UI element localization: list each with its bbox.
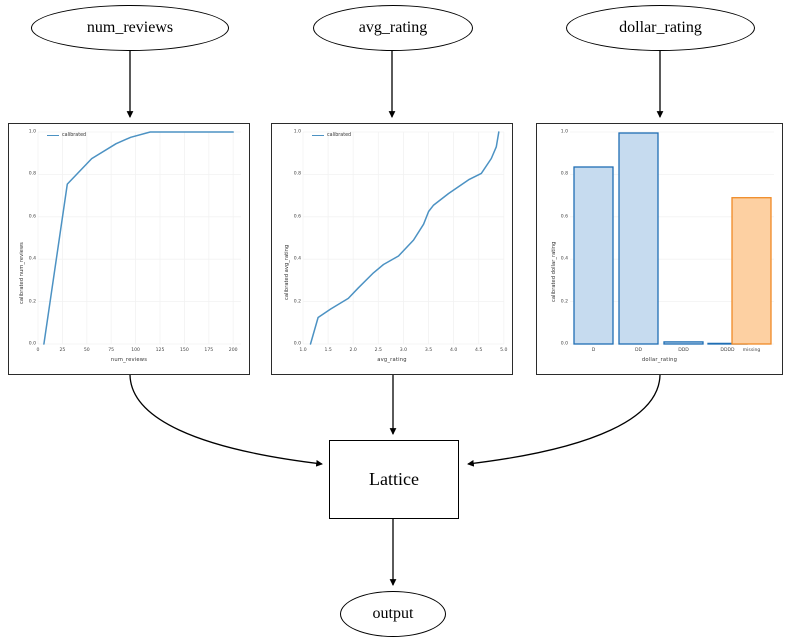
node-num-reviews-label: num_reviews: [86, 19, 174, 36]
xtick-8: 200: [228, 348, 238, 353]
ytick-5: 1.0: [28, 129, 36, 135]
xtick-3: 2.5: [374, 348, 382, 353]
xtick-DDDD: DDDD: [720, 348, 735, 353]
calibrator-panel-num-reviews[interactable]: calibrated 0.0 0.2 0.4 0.6 0.8 1.0 0 25 …: [8, 123, 250, 375]
xtick-6: 150: [180, 348, 189, 353]
bar-D: [573, 166, 614, 345]
plot-num-reviews: calibrated 0.0 0.2 0.4 0.6 0.8 1.0 0 25 …: [9, 124, 249, 374]
xtick-2: 2.0: [349, 348, 357, 353]
ytick-0: 0.0: [560, 341, 568, 347]
xtick-4: 100: [131, 348, 140, 353]
plot-avg-rating-svg: [302, 131, 505, 345]
node-lattice[interactable]: Lattice: [329, 440, 459, 519]
xtick-DDD: DDD: [678, 348, 689, 353]
xtick-1: 1.5: [324, 348, 332, 353]
node-output-label: output: [372, 605, 414, 622]
edge-calibrator-dollar-rating-to-lattice: [467, 374, 661, 467]
xtick-D: D: [591, 348, 596, 353]
ytick-0: 0.0: [293, 341, 301, 347]
plot-dollar-rating-svg: [570, 131, 774, 345]
ytick-3: 0.6: [28, 214, 36, 220]
node-lattice-label: Lattice: [369, 469, 419, 489]
node-num-reviews[interactable]: num_reviews: [31, 5, 229, 51]
legend-swatch-calibrated: [47, 134, 59, 137]
xtick-5: 3.5: [424, 348, 433, 353]
xtick-missing: missing: [742, 348, 761, 353]
ytick-4: 0.8: [28, 171, 36, 177]
legend-num-reviews: calibrated: [47, 133, 86, 138]
xtick-8: 5.0: [500, 348, 508, 353]
ylabel-avg-rating: calibrated avg_rating: [284, 244, 290, 300]
ytick-3: 0.6: [293, 214, 301, 220]
ytick-0: 0.0: [28, 341, 36, 347]
calibrator-panel-dollar-rating[interactable]: 0.0 0.2 0.4 0.6 0.8 1.0 D DD DDD DDDD mi…: [536, 123, 783, 375]
ylabel-num-reviews: calibrated num_reviews: [19, 242, 25, 304]
series-calibrated-line: [43, 131, 234, 345]
node-dollar-rating[interactable]: dollar_rating: [566, 5, 755, 51]
plot-num-reviews-svg: [37, 131, 241, 345]
xtick-7: 4.5: [475, 348, 483, 353]
xtick-3: 75: [108, 348, 115, 353]
ytick-1: 0.2: [560, 299, 568, 305]
ytick-4: 0.8: [293, 171, 301, 177]
calibrator-panel-avg-rating[interactable]: calibrated 0.0 0.2 0.4 0.6 0.8 1.0 1.0 1…: [271, 123, 513, 375]
xlabel-avg-rating: avg_rating: [377, 357, 407, 363]
ytick-1: 0.2: [28, 299, 36, 305]
node-dollar-rating-label: dollar_rating: [619, 19, 702, 36]
xtick-0: 0: [36, 348, 40, 353]
xtick-DD: DD: [634, 348, 643, 353]
ytick-2: 0.4: [560, 256, 568, 262]
xtick-6: 4.0: [449, 348, 458, 353]
ytick-5: 1.0: [560, 129, 568, 135]
plot-dollar-rating: 0.0 0.2 0.4 0.6 0.8 1.0 D DD DDD DDDD mi…: [537, 124, 782, 374]
legend-swatch-calibrated: [312, 134, 324, 137]
xtick-1: 25: [59, 348, 66, 353]
node-output[interactable]: output: [340, 591, 446, 637]
xlabel-dollar-rating: dollar_rating: [641, 357, 678, 363]
ylabel-dollar-rating: calibrated dollar_rating: [551, 241, 557, 302]
ytick-4: 0.8: [560, 171, 568, 177]
bar-missing: [731, 197, 772, 345]
xtick-4: 3.0: [399, 348, 408, 353]
series-calibrated-line: [309, 131, 500, 345]
ytick-3: 0.6: [560, 214, 568, 220]
xtick-7: 175: [204, 348, 214, 353]
xtick-2: 50: [83, 348, 90, 353]
plot-avg-rating: calibrated 0.0 0.2 0.4 0.6 0.8 1.0 1.0 1…: [272, 124, 512, 374]
xtick-5: 125: [155, 348, 165, 353]
ytick-2: 0.4: [28, 256, 36, 262]
legend-label-calibrated: calibrated: [327, 133, 352, 138]
xlabel-num-reviews: num_reviews: [110, 357, 148, 363]
legend-label-calibrated: calibrated: [62, 133, 87, 138]
edge-calibrator-num-reviews-to-lattice: [129, 374, 323, 467]
bar-DDD: [663, 341, 704, 345]
xtick-0: 1.0: [299, 348, 307, 353]
legend-avg-rating: calibrated: [312, 133, 351, 138]
bar-DD: [618, 132, 659, 345]
ytick-2: 0.4: [293, 256, 301, 262]
node-avg-rating[interactable]: avg_rating: [313, 5, 473, 51]
ytick-5: 1.0: [293, 129, 301, 135]
node-avg-rating-label: avg_rating: [358, 19, 428, 36]
ytick-1: 0.2: [293, 299, 301, 305]
